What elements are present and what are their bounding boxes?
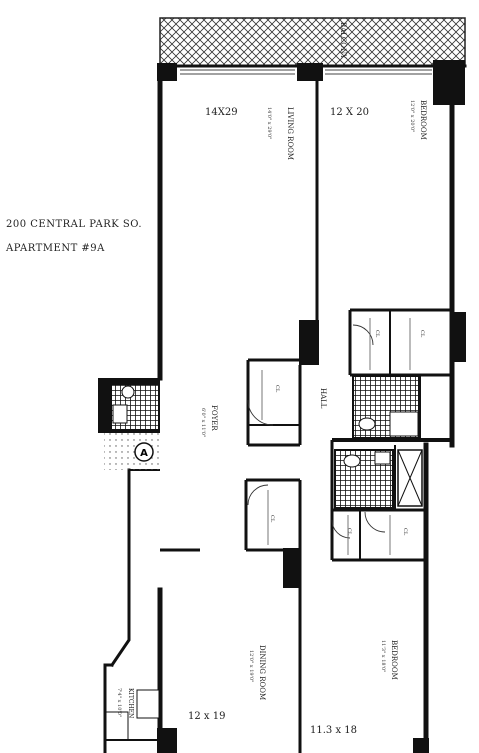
bedroom-1-label: BEDROOM <box>419 100 427 140</box>
bedroom-2-size: 11'3" x 18'0" <box>380 640 386 673</box>
foyer-label: FOYER <box>210 405 218 431</box>
bedroom-2-label: BEDROOM <box>390 640 398 680</box>
dining-room-label: DINING ROOM <box>258 645 266 701</box>
hall-label: HALL <box>319 388 327 409</box>
bathroom-right-upper <box>352 375 420 439</box>
entry-marker: A <box>134 442 154 462</box>
door-swings <box>247 324 386 539</box>
bedroom-2-dims: 11.3 x 18 <box>310 725 357 736</box>
balcony <box>159 17 466 67</box>
closet-label-6: CL <box>402 528 408 536</box>
bathroom-right-lower <box>334 449 423 509</box>
kitchen-label: KITCHEN <box>127 688 134 719</box>
closet-label-5: CL <box>346 528 352 536</box>
kitchen-fixtures <box>105 689 160 741</box>
apartment-number: APARTMENT #9A <box>6 243 105 254</box>
dining-room-size: 12'0" x 19'0" <box>248 650 254 683</box>
living-room-label: LIVING ROOM <box>286 107 294 161</box>
bedroom-1-dims: 12 X 20 <box>330 107 369 118</box>
windows <box>180 69 432 75</box>
closet-label-4: CL <box>269 515 275 523</box>
closet-rods <box>261 318 411 555</box>
entry-marker-label: A <box>140 448 148 459</box>
closet-label-2: CL <box>374 330 380 338</box>
building-address: 200 CENTRAL PARK SO. <box>6 219 143 230</box>
closet-label-1: CL <box>274 385 280 393</box>
living-room-dims: 14X29 <box>205 107 238 118</box>
bathroom-left <box>98 378 160 470</box>
closet-label-3: CL <box>419 330 425 338</box>
bedroom-1-size: 12'0" x 20'0" <box>409 100 415 133</box>
dining-room-dims: 12 x 19 <box>188 711 226 722</box>
foyer-size: 6'0" x 11'0" <box>200 408 206 438</box>
columns <box>157 60 466 753</box>
kitchen-size: 7'4" x 10'0" <box>116 688 122 718</box>
balcony-label: BALCONY <box>339 22 347 59</box>
living-room-size: 14'0" x 29'0" <box>266 107 272 140</box>
